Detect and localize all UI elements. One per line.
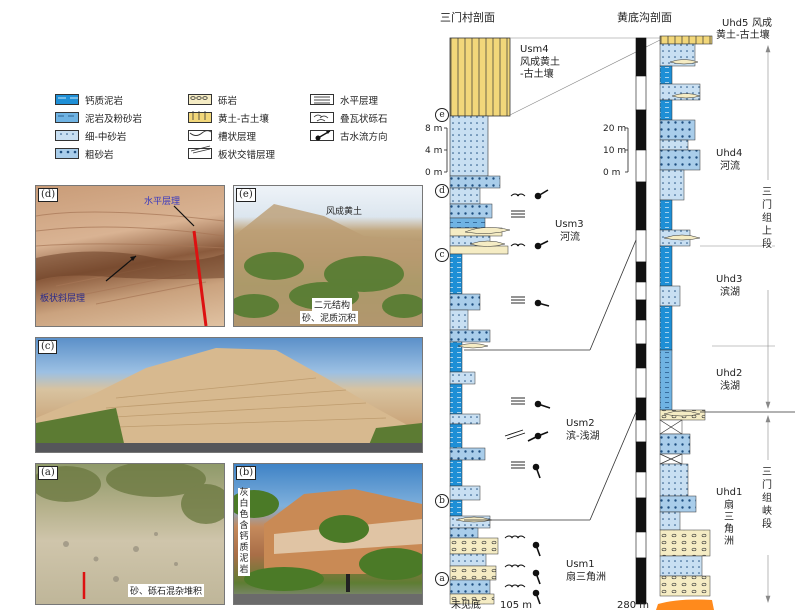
usm3-desc: 河流	[560, 232, 580, 243]
photo-tag: (b)	[236, 466, 257, 480]
paleocurrent-arrows	[527, 189, 551, 605]
marker-e: e	[435, 108, 449, 122]
usm1-code: Usm1	[566, 559, 595, 570]
legend-label: 槽状层理	[218, 132, 257, 143]
uhd4-code: Uhd4	[716, 148, 743, 159]
photo-a: (a) 砂、砾石混杂堆积	[35, 463, 225, 605]
photo-c: (c)	[35, 337, 423, 453]
huangdi-scale-10m: 10 m	[603, 146, 627, 156]
uhd2-desc: 浅湖	[720, 381, 740, 392]
uhd4-desc: 河流	[720, 161, 740, 172]
sanmen-section-title: 三门村剖面	[440, 11, 495, 24]
sanmen-scale-0m: 0 m	[425, 168, 443, 178]
uhd1-desc: 扇 三 角 洲	[724, 500, 734, 547]
mudstone-siltstone-icon	[55, 112, 79, 123]
base-fill	[656, 599, 714, 610]
uhd2-code: Uhd2	[716, 368, 743, 379]
photo-e-texture	[234, 204, 422, 326]
photo-tag: (c)	[38, 340, 58, 354]
photo-tag: (d)	[38, 188, 59, 202]
photo-label-box: 灰白色含钙质泥岩	[238, 488, 250, 576]
legend-label: 板状交错层理	[218, 150, 276, 161]
sanmen-scale-8m: 8 m	[425, 124, 443, 134]
huangdi-section-title: 黄底沟剖面	[617, 11, 672, 24]
legend-label: 泥岩及粉砂岩	[85, 114, 143, 125]
huangdi-mini-scale	[625, 127, 629, 173]
legend-label: 粗砂岩	[85, 150, 114, 161]
cross-marks	[659, 419, 683, 465]
huangdi-scale-0m: 0 m	[603, 168, 621, 178]
uhd5-code: Uhd5	[722, 18, 749, 29]
uhd3-code: Uhd3	[716, 274, 743, 285]
formation-upper-label: 三 门 组 上 段	[762, 186, 772, 251]
legend-label: 钙质泥岩	[85, 96, 124, 107]
marker-a: a	[435, 572, 449, 586]
sanmen-scale-bar	[444, 127, 448, 173]
photo-tag: (e)	[236, 188, 256, 202]
photo-label: 二元结构	[312, 298, 353, 311]
usm2-code: Usm2	[566, 418, 595, 429]
horizontal-bedding-icon	[310, 94, 334, 105]
usm4-loess-block	[449, 37, 511, 117]
loess-paleosol-icon	[188, 112, 212, 123]
photo-d-texture	[36, 205, 224, 326]
huangdi-scale-bar	[635, 37, 647, 605]
calcareous-mudstone-icon	[55, 94, 79, 105]
photo-label: 风成黄土	[326, 207, 363, 217]
uhd3-desc: 滨湖	[720, 287, 740, 298]
usm4-code: Usm4	[520, 44, 549, 55]
legend-label: 细-中砂岩	[85, 132, 127, 143]
photo-b-texture	[234, 489, 422, 604]
marker-c: c	[435, 248, 449, 262]
legend-label: 黄土-古土壤	[218, 114, 269, 125]
photo-tag: (a)	[38, 466, 58, 480]
coarse-sandstone-icon	[55, 148, 79, 159]
fine-medium-sandstone-icon	[55, 130, 79, 141]
marker-b: b	[435, 494, 449, 508]
photo-a-texture	[36, 464, 224, 599]
bedding-symbols	[504, 193, 526, 588]
formation-arrows	[765, 45, 771, 603]
legend-label: 水平层理	[340, 96, 379, 107]
sanmen-thickness: 105 m	[500, 600, 533, 611]
photo-c-texture	[36, 348, 422, 452]
sanmen-bottom-note: 未见底	[451, 600, 481, 611]
usm3-top-sand	[449, 115, 489, 177]
usm1-desc: 扇三角洲	[566, 572, 606, 583]
usm4-desc: 风成黄土 -古土壤	[520, 57, 560, 80]
huangdi-thickness: 280 m	[617, 600, 650, 611]
usm2-desc: 滨-浅湖	[566, 431, 600, 442]
uhd5-desc-line2: 黄土-古土壤	[716, 30, 770, 41]
legend-label: 古水流方向	[340, 132, 388, 143]
usm3-code: Usm3	[555, 219, 584, 230]
legend-label: 砾岩	[218, 96, 238, 107]
photo-label: 砂、砾石混杂堆积	[128, 584, 205, 597]
uhd1-code: Uhd1	[716, 487, 743, 498]
formation-lower-label: 三 门 组 峡 段	[762, 466, 772, 531]
legend-label: 叠瓦状砾石	[340, 114, 388, 125]
uhd5-desc: 风成	[752, 18, 772, 29]
huangdi-scale-20m: 20 m	[603, 124, 627, 134]
photo-e: (e) 风成黄土 二元结构 砂、泥质沉积	[233, 185, 423, 327]
photo-b: (b) 灰白色含钙质泥岩	[233, 463, 423, 605]
photo-label: 水平层理	[144, 197, 181, 207]
uhd5-loess-block	[659, 35, 713, 45]
photo-label: 灰白色含钙质泥岩	[239, 488, 249, 575]
photo-label: 砂、泥质沉积	[300, 311, 359, 324]
sanmen-scale-4m: 4 m	[425, 146, 443, 156]
marker-d: d	[435, 184, 449, 198]
photo-label: 板状斜层理	[40, 294, 86, 304]
photo-d: (d) 水平层理 板状斜层理	[35, 185, 225, 327]
